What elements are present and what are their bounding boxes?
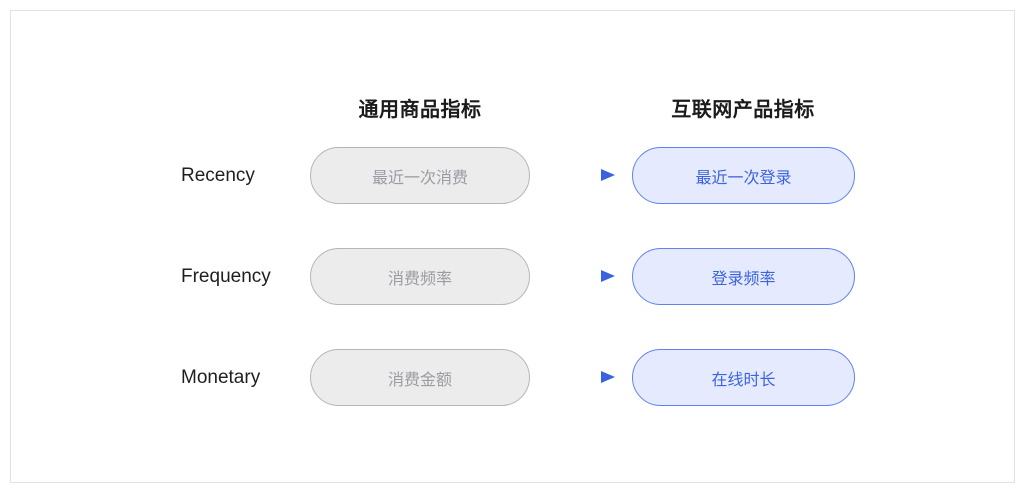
row-label-recency: Recency <box>181 165 255 186</box>
source-pill-monetary[interactable]: 消费金额 <box>310 349 530 406</box>
column-header-general-metrics: 通用商品指标 <box>358 99 482 121</box>
target-pill-monetary[interactable]: 在线时长 <box>632 349 855 406</box>
mapping-row: Monetary 消费金额 在线时长 <box>0 349 1025 407</box>
mapping-row: Recency 最近一次消费 最近一次登录 <box>0 147 1025 205</box>
row-label-frequency: Frequency <box>181 266 271 287</box>
right-arrow-icon <box>563 367 617 387</box>
right-arrow-icon <box>563 165 617 185</box>
row-label-monetary: Monetary <box>181 367 261 388</box>
source-pill-recency[interactable]: 最近一次消费 <box>310 147 530 204</box>
target-pill-recency[interactable]: 最近一次登录 <box>632 147 855 204</box>
target-pill-frequency[interactable]: 登录频率 <box>632 248 855 305</box>
diagram-frame <box>10 10 1015 483</box>
right-arrow-icon <box>563 266 617 286</box>
source-pill-frequency[interactable]: 消费频率 <box>310 248 530 305</box>
mapping-row: Frequency 消费频率 登录频率 <box>0 248 1025 306</box>
column-header-internet-metrics: 互联网产品指标 <box>671 99 815 121</box>
